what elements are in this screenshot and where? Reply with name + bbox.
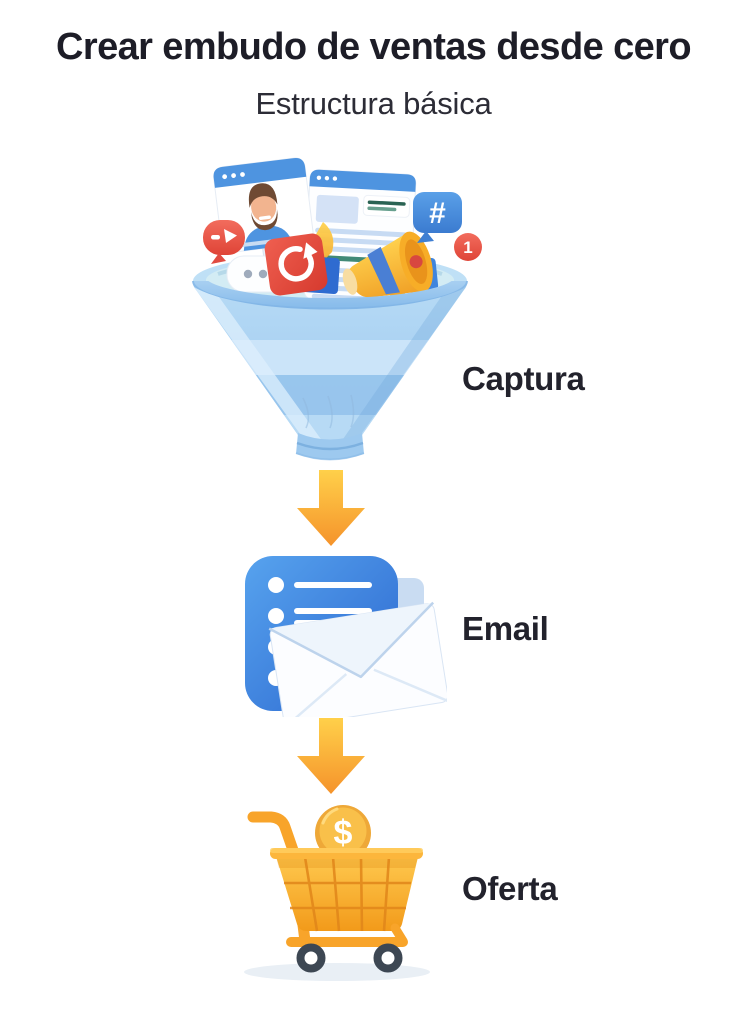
- cart-wheel: [296, 943, 326, 973]
- cart-illustration: $: [225, 795, 435, 987]
- hashtag-glyph: #: [429, 197, 446, 230]
- currency-glyph: $: [334, 814, 353, 852]
- envelope-icon: [268, 601, 447, 717]
- hashtag-bubble-icon: #: [413, 192, 462, 243]
- dollar-coin-icon: $: [315, 805, 371, 861]
- cart-shadow: [244, 963, 430, 981]
- page-title: Crear embudo de ventas desde cero: [56, 26, 691, 68]
- down-arrow-icon: [296, 470, 366, 546]
- notification-count: 1: [463, 238, 472, 257]
- funnel-illustration: # 1: [185, 150, 485, 480]
- funnel-rim-front: [192, 281, 468, 313]
- page-subtitle: Estructura básica: [255, 86, 492, 121]
- down-arrow-icon: [296, 718, 366, 794]
- cart-wheel: [373, 943, 403, 973]
- funnel-spout: [295, 433, 365, 461]
- notification-badge-icon: 1: [454, 233, 482, 261]
- stage-label-oferta: Oferta: [462, 870, 558, 907]
- replay-square-icon: [264, 233, 328, 296]
- email-illustration: [232, 552, 447, 717]
- stage-label-email: Email: [462, 610, 549, 647]
- stage-label-captura: Captura: [462, 360, 585, 397]
- click-cursor-bubble-icon: [203, 220, 245, 264]
- shopping-cart-icon: [247, 811, 423, 973]
